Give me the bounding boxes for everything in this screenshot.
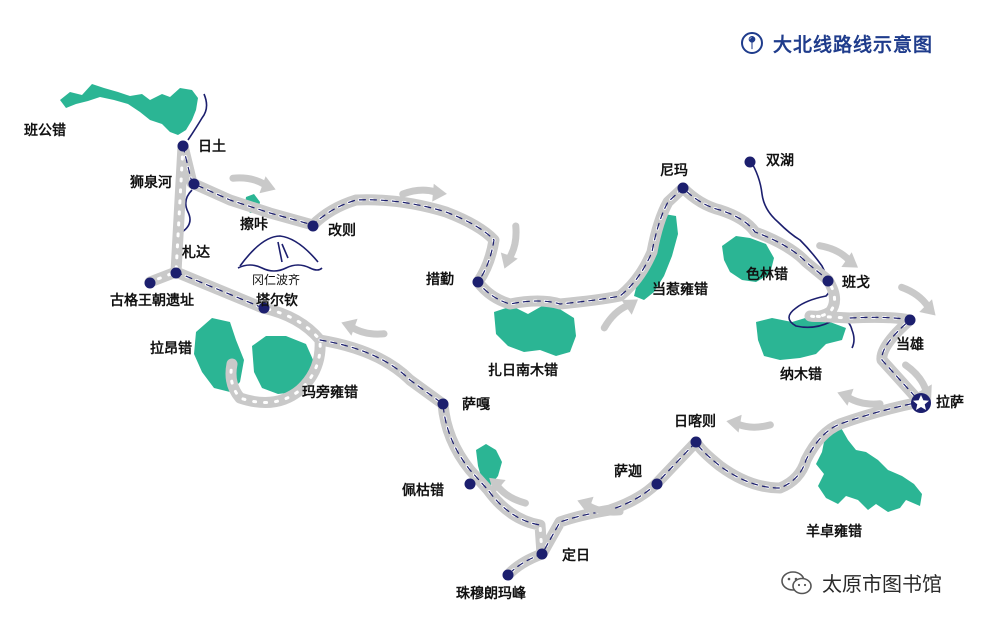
label-zhumu: 珠穆朗玛峰 (456, 586, 526, 602)
label-zharinanmu: 扎日南木错 (488, 363, 558, 379)
label-dingri: 定日 (562, 548, 590, 564)
arrow (496, 224, 528, 272)
map-title: 📍︎ 大北线路线示意图 (741, 26, 933, 60)
dot-zhumu (502, 569, 514, 581)
label-gangrenboqi: 冈仁波齐 (252, 273, 301, 287)
dot-zhada (170, 267, 182, 279)
pin-icon: 📍︎ (741, 32, 763, 54)
watermark-text: 太原市图书馆 (822, 572, 942, 596)
river-ritu (187, 93, 208, 141)
dot-gaize (307, 220, 319, 232)
lake-yangzhuo (816, 426, 922, 512)
dot-taerqin (258, 302, 270, 314)
label-namu: 纳木错 (780, 367, 822, 383)
label-gaize: 改则 (328, 223, 356, 239)
dot-saga (437, 398, 449, 410)
lake-peiku (476, 444, 502, 486)
label-bange: 班戈 (842, 275, 870, 291)
label-dangxiong: 当雄 (896, 337, 924, 353)
label-zhada: 札达 (182, 245, 210, 261)
station-dots (144, 140, 916, 581)
wechat-icon (781, 570, 812, 594)
label-shuanghu: 双湖 (766, 153, 794, 169)
label-selin: 色林错 (746, 267, 788, 283)
dot-peiku (464, 478, 476, 490)
lakes (60, 84, 922, 512)
label-dangre: 当惹雍错 (652, 282, 708, 298)
dot-sajia (651, 478, 663, 490)
dot-dingri (536, 548, 548, 560)
lake-selin (722, 236, 774, 282)
dot-ritu (177, 140, 189, 152)
label-bangong: 班公错 (24, 123, 66, 139)
arrow (725, 412, 771, 437)
lasa-star-icon (911, 393, 931, 413)
label-shiquanhe: 狮泉河 (130, 175, 172, 191)
dot-dangxiong (904, 314, 916, 326)
lake-mapang (252, 336, 314, 394)
label-lasa: 拉萨 (936, 395, 964, 411)
label-taerqin: 塔尔钦 (256, 293, 298, 309)
dot-cuoqin (472, 276, 484, 288)
dot-rikaze (690, 436, 702, 448)
label-cuoqin: 措勤 (426, 272, 454, 288)
label-peiku: 佩枯错 (402, 483, 444, 499)
river-bange (788, 279, 855, 349)
label-laang: 拉昂错 (150, 341, 192, 357)
dot-guge (144, 277, 156, 289)
dot-shuanghu (744, 156, 756, 168)
label-mapang: 玛旁雍错 (302, 385, 358, 401)
label-sajia: 萨迦 (614, 464, 642, 480)
lake-namu (756, 316, 846, 360)
lake-dangre (634, 214, 678, 300)
river-shuanghu (749, 159, 829, 281)
dot-shiquanhe (188, 178, 200, 190)
watermark: 太原市图书馆 (780, 568, 942, 597)
label-guge: 古格王朝遗址 (110, 293, 194, 309)
lake-bangong (60, 84, 198, 135)
label-saga: 萨嘎 (462, 397, 490, 413)
dot-bange (822, 275, 834, 287)
mountain-icon (237, 235, 323, 272)
title-text: 大北线路线示意图 (773, 33, 934, 56)
arrow (231, 166, 279, 198)
label-nima: 尼玛 (660, 163, 688, 179)
label-caka: 擦咔 (240, 217, 268, 233)
label-rikaze: 日喀则 (674, 414, 716, 430)
label-ritu: 日土 (198, 139, 226, 155)
dot-nima (677, 182, 689, 194)
lake-zharinanmu (494, 306, 576, 356)
label-yangzhuo: 羊卓雍错 (806, 524, 862, 540)
